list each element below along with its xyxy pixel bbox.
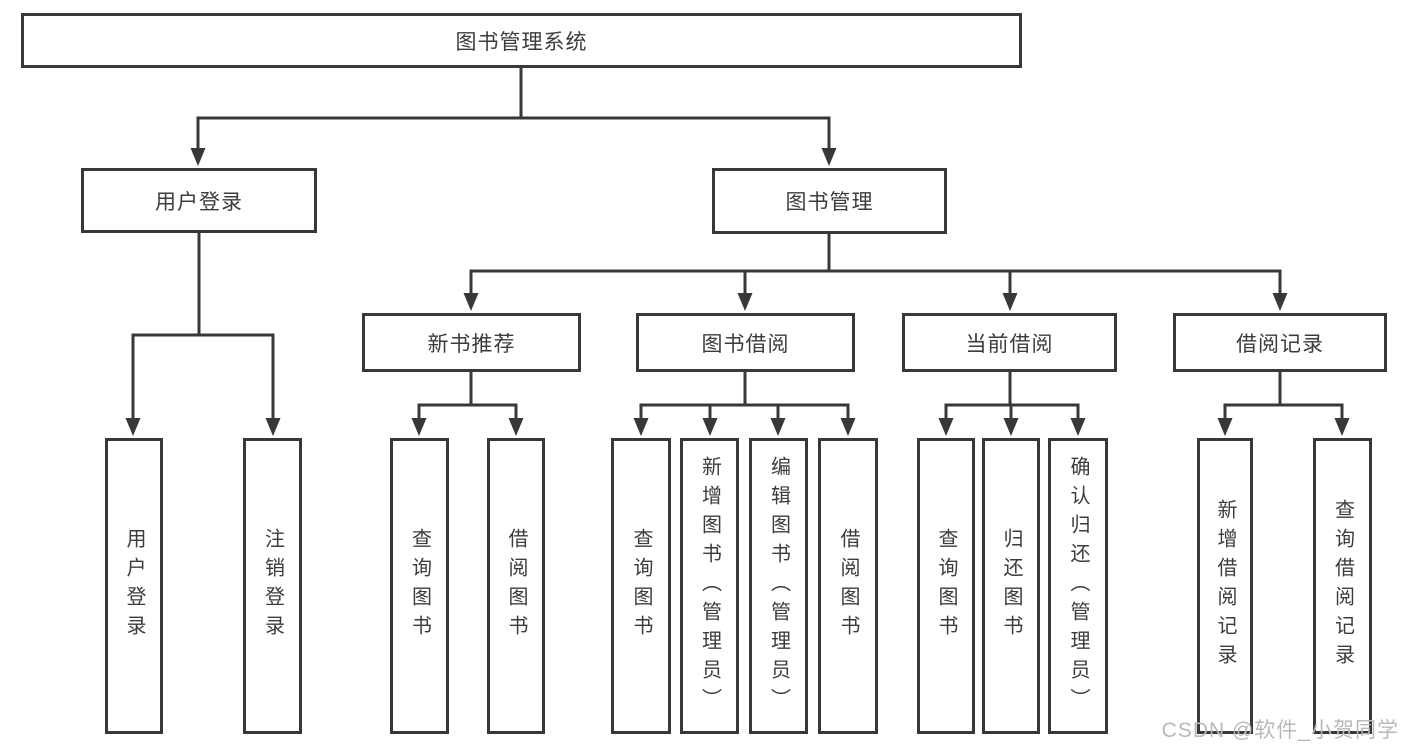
leaf-query-borrow-record: 查询借阅记录 — [1313, 438, 1372, 734]
node-label: 用户登录 — [155, 190, 243, 214]
leaf-return-book: 归还图书 — [982, 438, 1040, 734]
leaf-label: 借阅图书 — [505, 528, 527, 644]
leaf-label: 归还图书 — [1000, 528, 1022, 644]
node-current-borrow: 当前借阅 — [902, 313, 1117, 372]
node-label: 借阅记录 — [1236, 332, 1324, 356]
node-borrow-records: 借阅记录 — [1173, 313, 1387, 372]
leaf-confirm-return-admin: 确认归还（管理员） — [1048, 438, 1108, 734]
leaf-label: 新增借阅记录 — [1214, 499, 1236, 673]
leaf-borrow-query-book: 查询图书 — [611, 438, 671, 734]
leaf-label: 查询图书 — [935, 528, 957, 644]
node-system-root: 图书管理系统 — [21, 13, 1022, 68]
leaf-add-borrow-record: 新增借阅记录 — [1197, 438, 1253, 734]
leaf-label: 查询图书 — [630, 528, 652, 644]
leaf-label: 确认归还（管理员） — [1067, 455, 1089, 717]
leaf-add-book-admin: 新增图书（管理员） — [680, 438, 739, 734]
node-label: 图书借阅 — [701, 332, 790, 356]
leaf-label: 编辑图书（管理员） — [767, 455, 790, 717]
leaf-label: 查询借阅记录 — [1331, 499, 1354, 673]
leaf-label: 查询图书 — [408, 528, 431, 644]
node-label: 当前借阅 — [965, 332, 1054, 356]
node-book-borrow: 图书借阅 — [636, 313, 855, 372]
leaf-label: 用户登录 — [123, 528, 145, 644]
node-label: 图书管理系统 — [455, 30, 588, 54]
leaf-label: 借阅图书 — [837, 528, 859, 644]
node-user-login: 用户登录 — [81, 168, 317, 233]
node-label: 新书推荐 — [427, 332, 516, 356]
leaf-borrow-book: 借阅图书 — [818, 438, 878, 734]
leaf-current-query-book: 查询图书 — [917, 438, 975, 734]
leaf-label: 注销登录 — [261, 528, 284, 644]
leaf-recommend-query-book: 查询图书 — [390, 438, 449, 734]
leaf-logout: 注销登录 — [243, 438, 302, 734]
leaf-label: 新增图书（管理员） — [698, 455, 721, 717]
node-new-book-recommend: 新书推荐 — [362, 313, 581, 372]
node-book-management: 图书管理 — [712, 168, 947, 234]
leaf-edit-book-admin: 编辑图书（管理员） — [749, 438, 808, 734]
leaf-recommend-borrow-book: 借阅图书 — [487, 438, 545, 734]
leaf-user-login: 用户登录 — [105, 438, 163, 734]
node-label: 图书管理 — [785, 191, 874, 214]
